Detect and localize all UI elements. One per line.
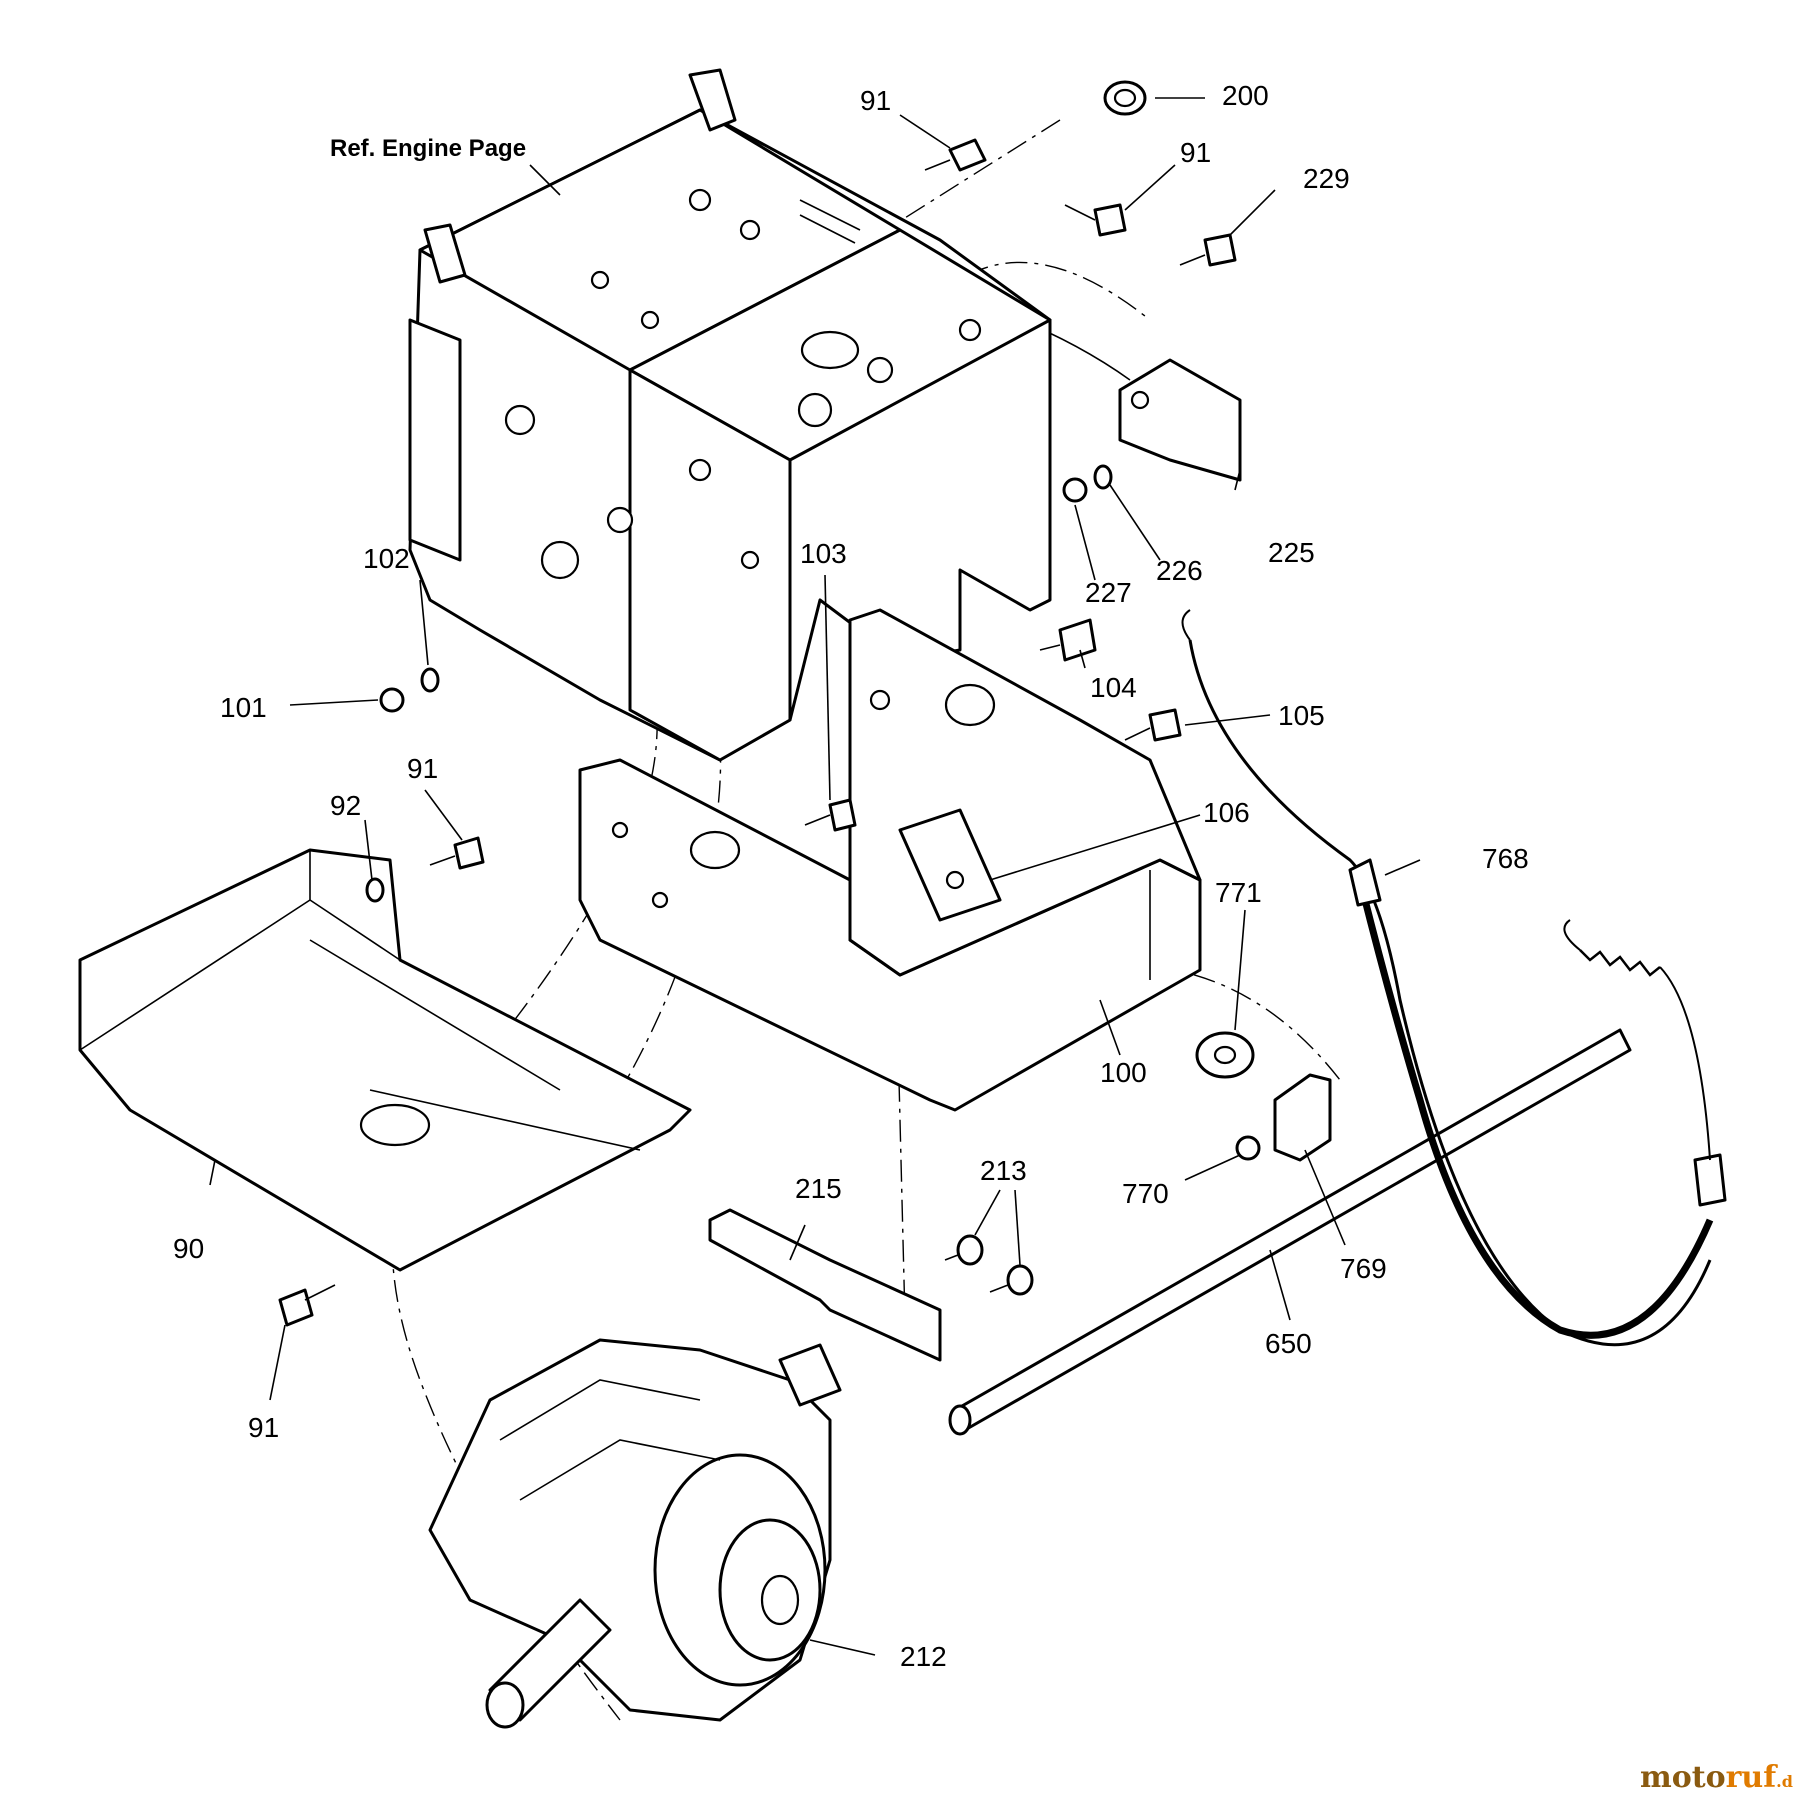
callout-labels: Ref. Engine Page 91 200 91 229 102 103 1… <box>173 80 1529 1672</box>
washer-92-icon <box>365 877 385 903</box>
nut-770-icon <box>1235 1135 1261 1161</box>
callout-leaders <box>209 97 1421 1656</box>
engine-frame-housing <box>408 68 1052 762</box>
part-212-transmission <box>428 1338 842 1729</box>
part-215-arm <box>708 1208 942 1362</box>
bolt-229-icon <box>1179 233 1237 267</box>
callout-225: 225 <box>1268 537 1315 568</box>
bolt-103-icon <box>804 798 857 832</box>
washer-102-icon <box>420 667 440 693</box>
bolt-91-mid-icon <box>1064 203 1127 237</box>
bolt-213-a-icon <box>944 1234 984 1266</box>
bolt-91-left-icon <box>429 836 485 870</box>
callout-229: 229 <box>1303 163 1350 194</box>
watermark-part2: ruf <box>1726 1760 1779 1795</box>
washer-226-icon <box>1093 464 1113 490</box>
callout-92: 92 <box>330 790 361 821</box>
part-650-shaft <box>948 1028 1632 1436</box>
bolt-213-b-icon <box>989 1264 1034 1296</box>
nut-101-icon <box>379 687 405 713</box>
callout-91-left: 91 <box>407 753 438 784</box>
callout-103: 103 <box>800 538 847 569</box>
watermark-part1: moto <box>1640 1760 1726 1795</box>
svg-text:motoruf.de: motoruf.de <box>1640 1760 1793 1795</box>
bolt-91-bottom-icon <box>278 1284 336 1327</box>
callout-200: 200 <box>1222 80 1269 111</box>
part-769-bracket <box>1273 1073 1332 1162</box>
seal-200-icon <box>1103 80 1147 116</box>
callout-102: 102 <box>363 543 410 574</box>
part-771-roller <box>1195 1031 1255 1079</box>
callout-91-mid: 91 <box>1180 137 1211 168</box>
callout-226: 226 <box>1156 555 1203 586</box>
callout-100: 100 <box>1100 1057 1147 1088</box>
spring <box>1563 919 1711 1161</box>
callout-213: 213 <box>980 1155 1027 1186</box>
callout-105: 105 <box>1278 700 1325 731</box>
watermark: motoruf.de <box>1640 1760 1793 1795</box>
bolt-104-icon <box>1039 618 1097 662</box>
fasteners <box>278 80 1261 1327</box>
watermark-suffix: .de <box>1776 1772 1793 1791</box>
callout-101: 101 <box>220 692 267 723</box>
part-225-bracket <box>1118 358 1242 482</box>
callout-771: 771 <box>1215 877 1262 908</box>
callout-104: 104 <box>1090 672 1137 703</box>
bolt-91-top-icon <box>924 138 987 172</box>
callout-227: 227 <box>1085 577 1132 608</box>
callout-91-top: 91 <box>860 85 891 116</box>
callout-90: 90 <box>173 1233 204 1264</box>
nut-227-icon <box>1062 477 1088 503</box>
callout-768: 768 <box>1482 843 1529 874</box>
part-768-cable <box>1181 609 1727 1347</box>
bolt-105-icon <box>1124 708 1182 742</box>
callout-91-bottom: 91 <box>248 1412 279 1443</box>
callout-215: 215 <box>795 1173 842 1204</box>
callout-212: 212 <box>900 1641 947 1672</box>
ref-engine-page-label: Ref. Engine Page <box>330 135 526 162</box>
callout-106: 106 <box>1203 797 1250 828</box>
callout-769: 769 <box>1340 1253 1387 1284</box>
part-90-shield-plate <box>78 848 692 1272</box>
part-106-bracket <box>898 808 1002 922</box>
callout-770: 770 <box>1122 1178 1169 1209</box>
callout-650: 650 <box>1265 1328 1312 1359</box>
